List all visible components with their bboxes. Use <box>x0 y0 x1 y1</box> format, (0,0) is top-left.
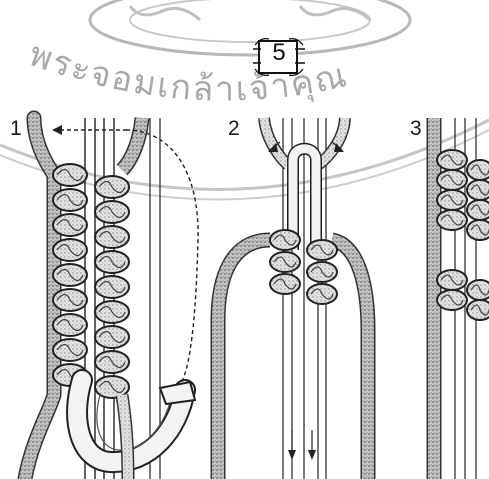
step-1-dashed-path <box>126 130 198 385</box>
step-1-knot-column <box>53 164 129 398</box>
step-3-knot-right <box>467 160 489 180</box>
step-2-panel <box>218 118 368 479</box>
step-3-knot-right <box>467 300 489 320</box>
step-3-knot-column <box>437 150 489 320</box>
step-3-knot-right <box>467 200 489 220</box>
step-3-knot-right <box>467 280 489 300</box>
step-1-panel <box>25 118 198 479</box>
step-3-knot-right <box>467 180 489 200</box>
step-3-knot-right <box>467 220 489 240</box>
step-1-arrow-left-icon <box>52 125 128 135</box>
step-3-panel <box>434 118 489 479</box>
